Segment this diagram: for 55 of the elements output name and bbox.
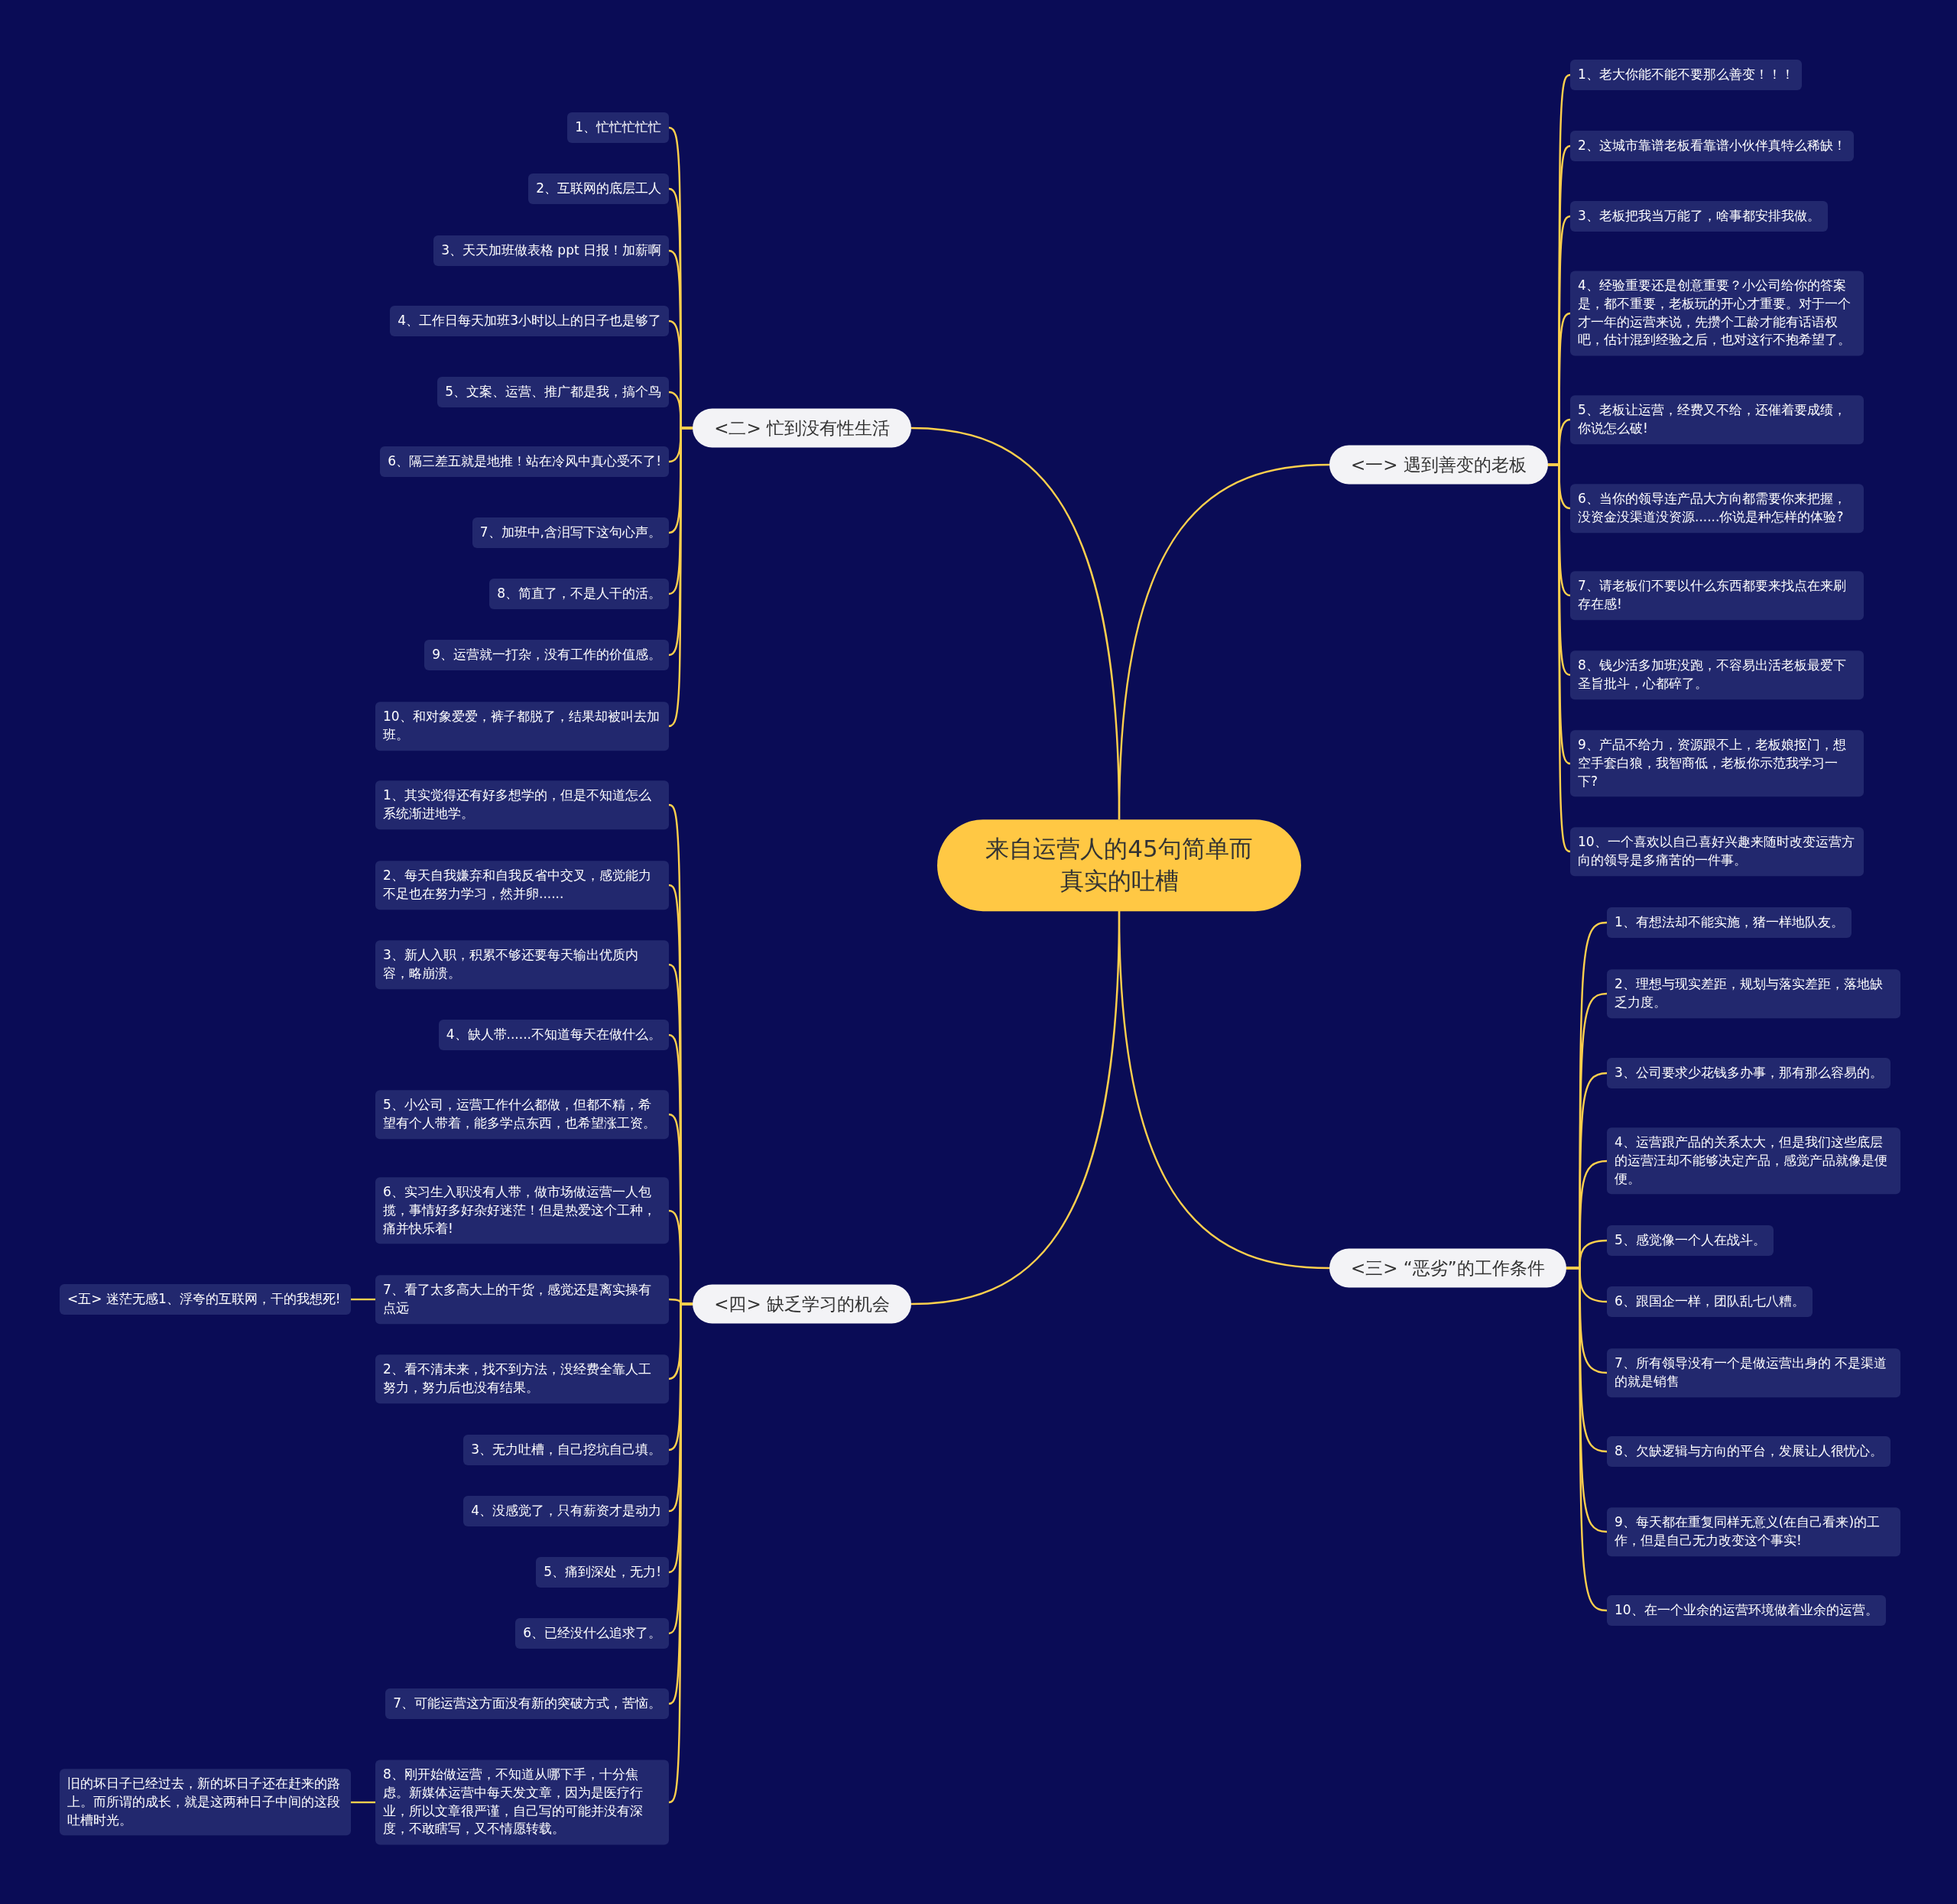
idea-card: 6、跟国企一样，团队乱七八糟。	[1607, 1286, 1813, 1317]
idea-card: 5、痛到深处，无力!	[536, 1557, 669, 1588]
connector-line	[910, 910, 1121, 1306]
idea-card: 8、欠缺逻辑与方向的平台，发展让人很忧心。	[1607, 1436, 1890, 1467]
idea-card: 旧的坏日子已经过去，新的坏日子还在赶来的路上。而所谓的成长，就是这两种日子中间的这段吐槽时光。	[60, 1769, 351, 1836]
idea-card: 1、老大你能不能不要那么善变！！！	[1570, 60, 1802, 90]
idea-card: 8、刚开始做运营，不知道从哪下手，十分焦虑。新媒体运营中每天发文章，因为是医疗行业，所以文章很严谨，自己写的可能并没有深度，不敢瞎写，又不情愿转载。	[375, 1760, 669, 1845]
idea-card: 8、钱少活多加班没跑，不容易出活老板最爱下圣旨批斗，心都碎了。	[1570, 650, 1864, 699]
idea-card: 3、新人入职，积累不够还要每天输出优质内容，略崩溃。	[375, 940, 669, 989]
idea-card: 8、简直了，不是人干的活。	[489, 579, 669, 609]
idea-card: 6、隔三差五就是地推！站在冷风中真心受不了!	[380, 446, 669, 477]
idea-card: 4、工作日每天加班3小时以上的日子也是够了	[390, 306, 669, 336]
idea-card: 5、文案、运营、推广都是我，搞个鸟	[437, 377, 669, 407]
connector-line	[351, 1298, 375, 1301]
branch-topic: <一> 遇到善变的老板	[1329, 445, 1548, 485]
idea-card: 10、在一个业余的运营环境做着业余的运营。	[1607, 1595, 1886, 1626]
branch-topic: <二> 忙到没有性生活	[693, 408, 911, 448]
idea-card: 9、每天都在重复同样无意义(在自己看来)的工作，但是自己无力改变这个事实!	[1607, 1507, 1900, 1556]
idea-card: 2、每天自我嫌弃和自我反省中交叉，感觉能力不足也在努力学习，然并卵......	[375, 861, 669, 910]
connector-line	[910, 427, 1121, 820]
idea-card: 7、加班中,含泪写下这句心声。	[472, 517, 669, 548]
idea-card: 7、看了太多高大上的干货，感觉还是离实操有点远	[375, 1275, 669, 1324]
idea-card: 2、互联网的底层工人	[528, 174, 669, 204]
idea-card: 10、一个喜欢以自己喜好兴趣来随时改变运营方向的领导是多痛苦的一件事。	[1570, 827, 1864, 876]
idea-card: 9、运营就一打杂，没有工作的价值感。	[424, 640, 669, 670]
idea-card: 5、老板让运营，经费又不给，还催着要成绩，你说怎么破!	[1570, 395, 1864, 444]
idea-card: 10、和对象爱爱，裤子都脱了，结果却被叫去加班。	[375, 702, 669, 751]
connector-line	[351, 1801, 375, 1804]
idea-card: 1、有想法却不能实施，猪一样地队友。	[1607, 907, 1852, 938]
idea-card: 4、运营跟产品的关系太大，但是我们这些底层的运营汪却不能够决定产品，感觉产品就像是便便。	[1607, 1127, 1900, 1195]
idea-card: 4、没感觉了，只有薪资才是动力	[463, 1496, 669, 1526]
idea-card: 2、理想与现实差距，规划与落实差距，落地缺乏力度。	[1607, 969, 1900, 1018]
branch-topic: <四> 缺乏学习的机会	[693, 1284, 911, 1324]
idea-card: 5、感觉像一个人在战斗。	[1607, 1225, 1774, 1256]
idea-card: 6、已经没什么追求了。	[515, 1618, 669, 1649]
idea-card: 2、看不清未来，找不到方法，没经费全靠人工努力，努力后也没有结果。	[375, 1354, 669, 1403]
idea-card: 4、经验重要还是创意重要？小公司给你的答案是，都不重要，老板玩的开心才重要。对于一个才一年的运营来说，先攒个工龄才能有话语权吧，估计混到经验之后，也对这行不抱希望了。	[1570, 271, 1864, 356]
idea-card: 1、其实觉得还有好多想学的，但是不知道怎么系统渐进地学。	[375, 780, 669, 829]
idea-card: 3、无力吐槽，自己挖坑自己填。	[463, 1435, 669, 1465]
idea-card: 4、缺人带......不知道每天在做什么。	[438, 1020, 669, 1050]
idea-card: 6、实习生入职没有人带，做市场做运营一人包揽，事情好多好杂好迷茫！但是热爱这个工种，痛并快乐着!	[375, 1177, 669, 1244]
idea-card: 7、所有领导没有一个是做运营出身的 不是渠道的就是销售	[1607, 1348, 1900, 1397]
idea-card: 9、产品不给力，资源跟不上，老板娘抠门，想空手套白狼，我智商低，老板你示范我学习一下?	[1570, 730, 1864, 797]
idea-card: 2、这城市靠谱老板看靠谱小伙伴真特么稀缺！	[1570, 131, 1854, 161]
idea-card: 1、忙忙忙忙忙	[567, 112, 669, 143]
idea-card: 3、天天加班做表格 ppt 日报！加薪啊	[433, 235, 669, 266]
branch-topic: <三> “恶劣”的工作条件	[1329, 1248, 1566, 1288]
idea-card: 3、老板把我当万能了，啥事都安排我做。	[1570, 201, 1828, 232]
central-topic: 来自运营人的45句简单而真实的吐槽	[937, 819, 1301, 911]
idea-card: 7、可能运营这方面没有新的突破方式，苦恼。	[385, 1688, 669, 1719]
idea-card: 6、当你的领导连产品大方向都需要你来把握，没资金没渠道没资源......你说是种怎样的体验?	[1570, 484, 1864, 533]
idea-card: 5、小公司，运营工作什么都做，但都不精，希望有个人带着，能多学点东西，也希望涨工资。	[375, 1090, 669, 1139]
idea-card: 3、公司要求少花钱多办事，那有那么容易的。	[1607, 1058, 1890, 1088]
idea-card: <五> 迷茫无感1、浮夸的互联网，干的我想死!	[60, 1284, 351, 1315]
idea-card: 7、请老板们不要以什么东西都要来找点在来刷存在感!	[1570, 571, 1864, 620]
